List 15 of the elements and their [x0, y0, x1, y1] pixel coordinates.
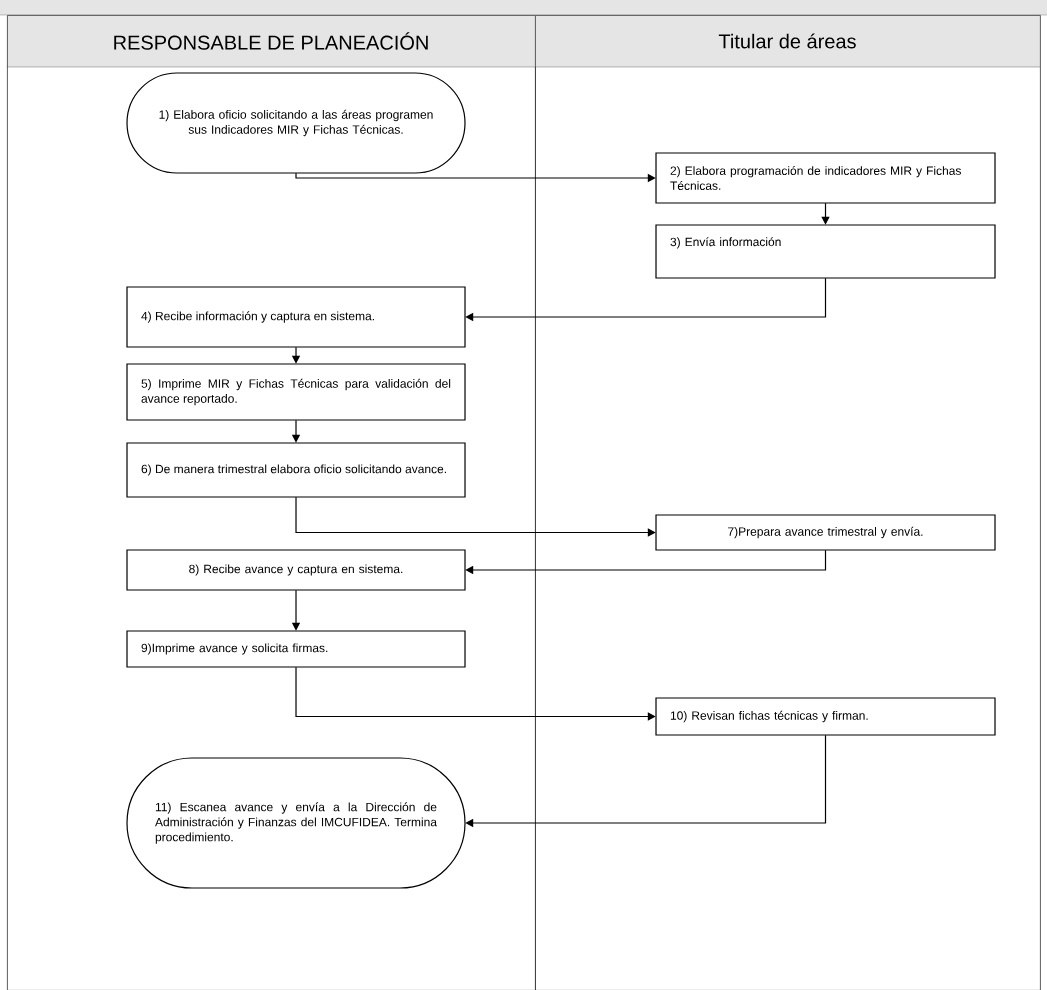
arrow — [465, 734, 827, 828]
process-box: 9)Imprime avance y solicita firmas. — [126, 630, 466, 668]
process-box: 5) Imprime MIR y Fichas Técnicas para validación del avance reportado. — [126, 363, 466, 421]
process-box: 3) Envía información — [655, 224, 996, 279]
process-box: 2) Elabora programación de indicadores MIR y Fichas Técnicas. — [655, 152, 996, 204]
process-box: 10) Revisan fichas técnicas y firman. — [655, 697, 996, 736]
process-box: 4) Recibe información y captura en sistema. — [126, 286, 466, 348]
arrow — [465, 277, 827, 322]
arrow — [295, 666, 656, 721]
arrow — [295, 496, 656, 537]
process-box: 8) Recibe avance y captura en sistema. — [126, 549, 466, 591]
process-box: 6) De manera trimestral elabora oficio solicitando avance. — [126, 442, 466, 498]
arrow — [465, 549, 827, 575]
arrow — [821, 202, 830, 225]
process-box: 7)Prepara avance trimestral y envía. — [655, 514, 996, 551]
